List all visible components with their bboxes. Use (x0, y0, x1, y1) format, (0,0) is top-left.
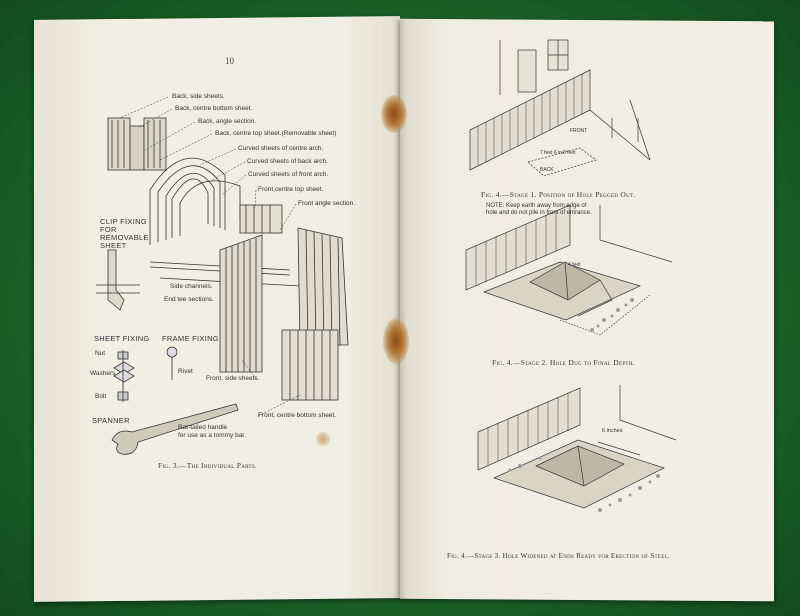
stage3-inches-label: 6 inches (602, 428, 623, 434)
stage1-back-label: BACK (540, 167, 554, 173)
book-gutter (393, 20, 407, 600)
label-nut: Nut (95, 350, 106, 357)
spot-stain (316, 432, 330, 446)
label-front-arch: Curved sheets of front arch. (248, 171, 329, 178)
label-side-channels: Side channels. (170, 283, 213, 290)
label-rivet: Rivet (178, 368, 193, 375)
label-back-side-sheets: Back, side sheets. (172, 93, 225, 100)
page-number: 10 (225, 56, 234, 66)
stage2-depth-label: 4 feet (568, 262, 581, 268)
label-clip-fixing: CLIP FIXING FOR REMOVABLE SHEET (100, 217, 149, 250)
label-front-angle: Front angle section. (298, 200, 356, 207)
label-centre-arch: Curved sheets of centre arch. (238, 145, 324, 152)
fig4-stage1-caption: Fig. 4.—Stage 1. Position of Hole Pegged… (481, 190, 636, 199)
stage1-width-label: 6 feet (563, 150, 576, 156)
label-front-centre-bottom: Front, centre bottom sheet. (258, 412, 337, 419)
label-back-centre-bottom: Back, centre bottom sheet. (175, 105, 253, 112)
stage1-front-label: FRONT (570, 128, 588, 134)
label-back-angle: Back, angle section. (198, 118, 257, 125)
fig4-stage2-caption: Fig. 4.—Stage 2. Hole Dug to Final Depth… (492, 358, 635, 367)
fig3-caption: Fig. 3.—The Individual Parts. (158, 461, 258, 470)
stage1-length-label: 7 feet 6 in. (540, 150, 564, 156)
label-back-centre-top: Back, centre top sheet.(Removable sheet) (215, 130, 337, 137)
label-spanner-note-2: for use as a tommy bar. (178, 432, 246, 439)
label-spanner-note-1: Rat-tailed handle (178, 424, 228, 431)
label-bolt: Bolt (95, 393, 107, 400)
label-washers: Washers (90, 370, 116, 377)
label-front-side-sheets: Front, side sheets. (206, 375, 260, 382)
label-frame-fixing: FRAME FIXING (162, 334, 219, 343)
label-end-tee: End tee sections. (164, 296, 214, 303)
rust-stain-bottom (383, 318, 409, 364)
label-back-arch: Curved sheets of back arch. (247, 158, 328, 165)
label-sheet-fixing: SHEET FIXING (94, 334, 150, 343)
stage2-note: NOTE: Keep earth away from edge of hole … (486, 203, 592, 216)
label-spanner: SPANNER (92, 416, 130, 425)
label-front-centre-top: Front,centre top sheet. (258, 186, 324, 193)
rust-stain-top (381, 95, 407, 133)
fig4-stage3-caption: Fig. 4.—Stage 3. Hole Widened at Ends Re… (447, 552, 671, 560)
